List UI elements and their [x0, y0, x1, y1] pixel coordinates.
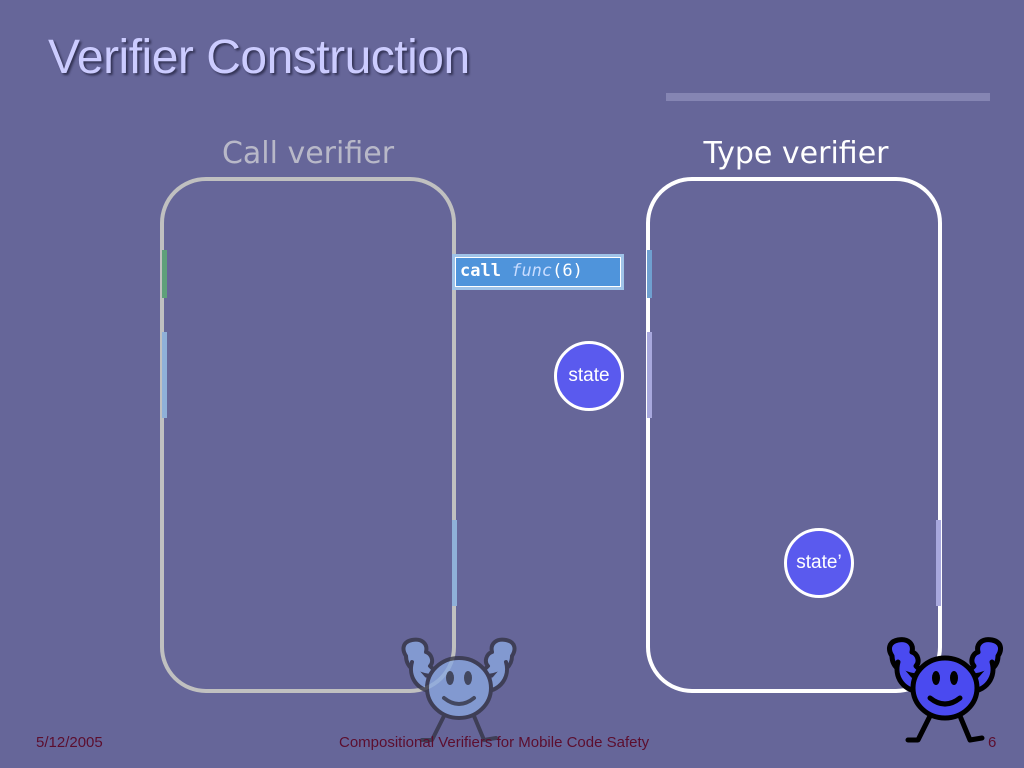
- call-verifier-box: [160, 177, 456, 693]
- strongman-mascot-icon: [401, 637, 517, 742]
- strongman-mascot-icon: [887, 637, 1003, 743]
- call-verifier-label: Call verifier: [221, 136, 395, 171]
- footer-title: Compositional Verifiers for Mobile Code …: [339, 734, 650, 751]
- type-box-stripe-blue: [647, 250, 652, 298]
- type-box-stripe-right: [936, 520, 941, 606]
- type-box-stripe-lavender: [647, 332, 652, 418]
- page-number: 6: [988, 734, 997, 751]
- state-prime-label: state’: [796, 552, 842, 573]
- call-box-stripe-blue: [162, 332, 167, 418]
- call-box-stripe-green: [162, 250, 167, 298]
- state-circle: state: [554, 341, 624, 411]
- call-arguments: (6): [552, 261, 583, 281]
- type-verifier-label: Type verifier: [703, 136, 889, 171]
- title-underline-bar: [666, 93, 990, 101]
- call-function-name: func: [511, 261, 553, 281]
- call-box-stripe-right: [452, 520, 457, 606]
- type-verifier-box: [646, 177, 942, 693]
- call-keyword: call: [460, 261, 501, 281]
- slide-title: Verifier Construction: [48, 31, 470, 84]
- call-func-label: call func(6): [452, 254, 624, 290]
- footer-date: 5/12/2005: [36, 734, 103, 751]
- state-label: state: [568, 365, 610, 386]
- state-prime-circle: state’: [784, 528, 854, 598]
